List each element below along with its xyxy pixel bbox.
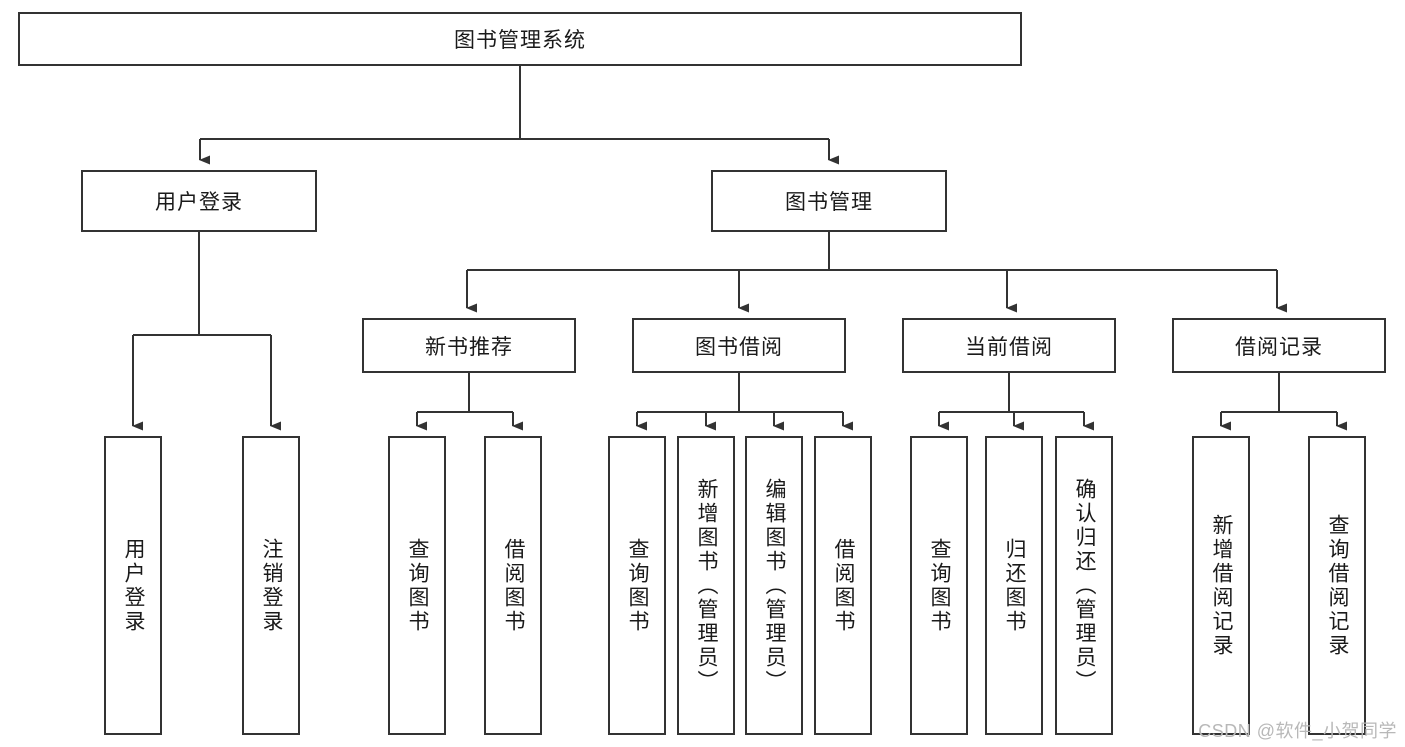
node-leaf-query-borrow-record[interactable]: 查询借阅记录 — [1308, 436, 1366, 735]
node-label: 查询图书 — [406, 537, 430, 634]
node-label: 查询图书 — [928, 537, 952, 634]
node-leaf-edit-book-admin[interactable]: 编辑图书（管理员） — [745, 436, 803, 735]
node-borrow-record[interactable]: 借阅记录 — [1172, 318, 1386, 373]
node-leaf-query-book-current[interactable]: 查询图书 — [910, 436, 968, 735]
node-label: 借阅记录 — [1235, 335, 1323, 359]
node-label: 查询借阅记录 — [1326, 513, 1350, 658]
node-label: 编辑图书（管理员） — [763, 477, 787, 694]
node-label: 新增借阅记录 — [1210, 513, 1234, 658]
node-label: 借阅图书 — [832, 537, 856, 634]
node-label: 新书推荐 — [425, 335, 513, 359]
node-current-borrow[interactable]: 当前借阅 — [902, 318, 1116, 373]
node-label: 查询图书 — [626, 537, 650, 634]
node-label: 图书管理 — [785, 191, 873, 214]
node-user-login[interactable]: 用户登录 — [81, 170, 317, 232]
node-label: 新增图书（管理员） — [695, 477, 719, 694]
node-label: 借阅图书 — [502, 537, 526, 634]
node-new-book-recommend[interactable]: 新书推荐 — [362, 318, 576, 373]
node-label: 当前借阅 — [965, 335, 1053, 359]
node-leaf-borrow-book[interactable]: 借阅图书 — [814, 436, 872, 735]
node-book-borrow[interactable]: 图书借阅 — [632, 318, 846, 373]
node-root-system[interactable]: 图书管理系统 — [18, 12, 1022, 66]
node-leaf-borrow-book-recommend[interactable]: 借阅图书 — [484, 436, 542, 735]
node-label: 注销登录 — [260, 537, 284, 634]
node-leaf-logout-login[interactable]: 注销登录 — [242, 436, 300, 735]
node-leaf-query-book-recommend[interactable]: 查询图书 — [388, 436, 446, 735]
node-book-manage[interactable]: 图书管理 — [711, 170, 947, 232]
node-label: 图书管理系统 — [454, 29, 586, 52]
node-label: 图书借阅 — [695, 335, 783, 359]
node-leaf-confirm-return-admin[interactable]: 确认归还（管理员） — [1055, 436, 1113, 735]
node-leaf-user-login[interactable]: 用户登录 — [104, 436, 162, 735]
node-leaf-return-book[interactable]: 归还图书 — [985, 436, 1043, 735]
node-leaf-query-book-borrow[interactable]: 查询图书 — [608, 436, 666, 735]
node-leaf-add-book-admin[interactable]: 新增图书（管理员） — [677, 436, 735, 735]
node-label: 确认归还（管理员） — [1073, 477, 1097, 694]
node-label: 用户登录 — [155, 191, 243, 214]
node-label: 归还图书 — [1003, 537, 1027, 634]
node-leaf-add-borrow-record[interactable]: 新增借阅记录 — [1192, 436, 1250, 735]
node-label: 用户登录 — [122, 537, 146, 634]
